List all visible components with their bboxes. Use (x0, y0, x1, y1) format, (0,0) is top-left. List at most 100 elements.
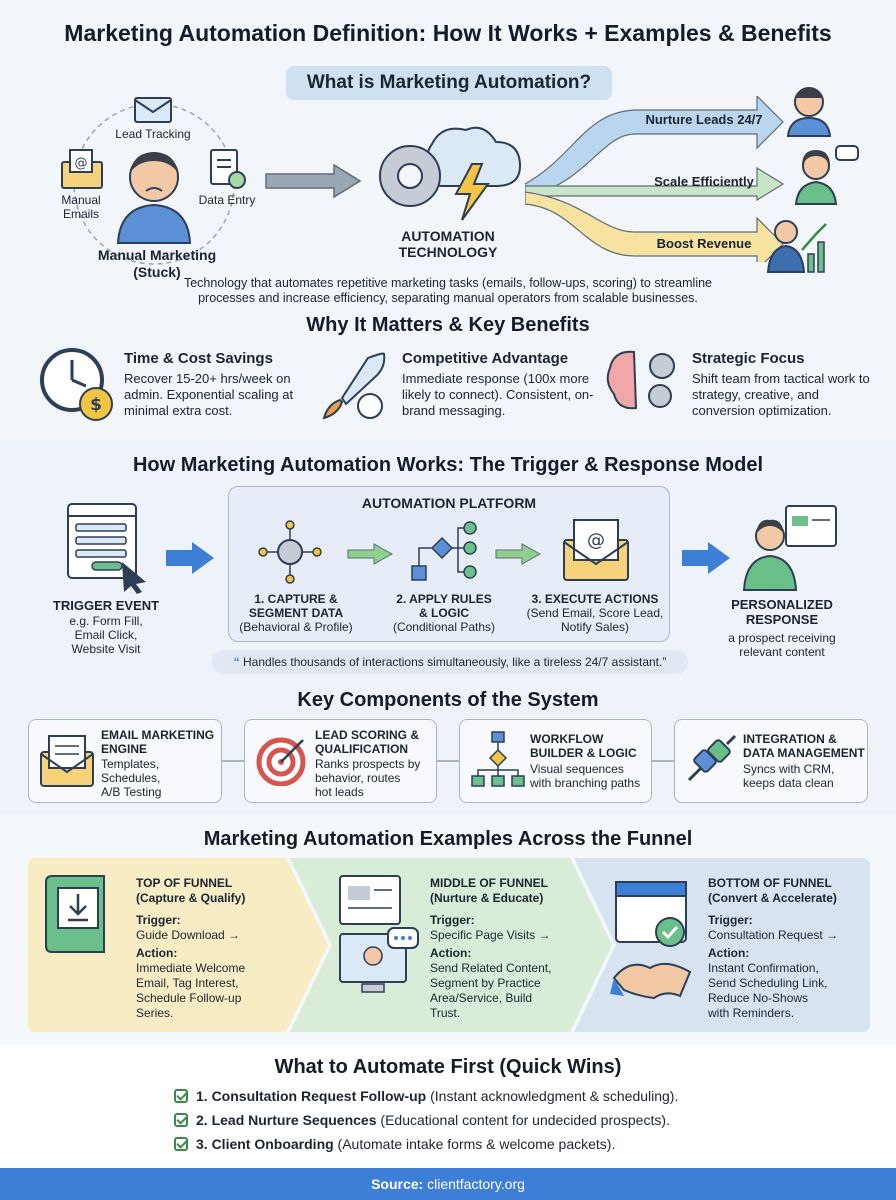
quick-win-item: 2. Lead Nurture Sequences (Educational c… (174, 1112, 670, 1128)
checkbox-checked-icon (174, 1113, 188, 1127)
component-title: LEAD SCORING & QUALIFICATION (315, 728, 420, 756)
component-title: INTEGRATION & DATA MANAGEMENT (743, 732, 865, 760)
component-text: Visual sequences with branching paths (530, 762, 641, 790)
data-entry-label: Data Entry (198, 193, 256, 207)
arrow-right-icon (265, 163, 362, 199)
action-label: Action: (708, 946, 750, 960)
svg-text:$: $ (90, 395, 102, 415)
form-cursor-icon (67, 503, 146, 594)
benefit-text: Shift team from tactical work to strateg… (692, 371, 870, 418)
trigger-text: Consultation Request → (708, 928, 839, 942)
gear-cloud-lightning-icon (379, 126, 522, 221)
quick-win-item: 1. Consultation Request Follow-up (Insta… (174, 1088, 678, 1104)
funnel-stage-title: MIDDLE OF FUNNEL (Nurture & Educate) (430, 876, 548, 905)
assistant-quote-text: Handles thousands of interactions simult… (243, 655, 667, 669)
step-execute-title: 3. EXECUTE ACTIONS (531, 592, 659, 606)
component-integration: INTEGRATION & DATA MANAGEMENT Syncs with… (674, 719, 868, 803)
funnel-stage-bottom: BOTTOM OF FUNNEL (Convert & Accelerate) … (708, 876, 864, 1021)
arrow-right-icon (495, 543, 542, 565)
quick-win-text: (Automate intake forms & welcome packets… (333, 1136, 616, 1152)
benefit-title: Competitive Advantage (402, 350, 569, 367)
connector-line (437, 760, 459, 762)
funnel-stage-title: BOTTOM OF FUNNEL (Convert & Accelerate) (708, 876, 837, 905)
data-entry-icon (210, 149, 246, 189)
arrow-right-icon (166, 542, 214, 574)
content-monitor-icon (339, 875, 419, 993)
manual-emails-label: Manual Emails (61, 193, 101, 221)
person-screen-icon (742, 505, 837, 591)
connector-line (652, 760, 674, 762)
calendar-handshake-icon (610, 881, 692, 1000)
step-capture-title: 1. CAPTURE & SEGMENT DATA (248, 592, 344, 620)
component-workflow-builder: WORKFLOW BUILDER & LOGIC Visual sequence… (459, 719, 652, 803)
plug-icon (687, 734, 737, 782)
checkbox-checked-icon (174, 1089, 188, 1103)
trigger-label: Trigger: (430, 913, 475, 927)
quick-wins-heading: What to Automate First (Quick Wins) (274, 1056, 622, 1078)
funnel-stage-middle: MIDDLE OF FUNNEL (Nurture & Educate) Tri… (430, 876, 590, 1021)
outcome-nurture-leads: Nurture Leads 24/7 (645, 112, 763, 127)
trigger-text: Specific Page Visits → (430, 928, 551, 942)
lead-tracking-label: Lead Tracking (115, 127, 191, 141)
quick-win-text: (Educational content for undecided prosp… (376, 1112, 670, 1128)
quick-win-bold: 3. Client Onboarding (196, 1136, 334, 1152)
trigger-event-text: e.g. Form Fill, Email Click, Website Vis… (69, 614, 143, 656)
component-text: Ranks prospects by behavior, routes hot … (315, 757, 421, 799)
what-is-heading: What is Marketing Automation? (286, 66, 612, 100)
personalized-response-title: PERSONALIZED RESPONSE (731, 597, 833, 627)
personalized-response-text: a prospect receiving relevant content (728, 631, 836, 659)
quick-win-bold: 1. Consultation Request Follow-up (196, 1088, 427, 1104)
email-template-icon (40, 735, 94, 787)
source-link[interactable]: clientfactory.org (423, 1176, 525, 1192)
action-label: Action: (136, 946, 178, 960)
outcome-boost-revenue: Boost Revenue (656, 236, 752, 251)
source-footer: Source: clientfactory.org (0, 1168, 896, 1200)
component-text: Syncs with CRM, keeps data clean (743, 762, 835, 790)
automation-technology-label: AUTOMATION TECHNOLOGY (398, 228, 498, 260)
quick-win-text: (Instant acknowledgment & scheduling). (426, 1088, 679, 1104)
component-text: Templates, Schedules, A/B Testing (101, 757, 162, 799)
trigger-label: Trigger: (708, 913, 753, 927)
clock-dollar-icon: $ (40, 348, 113, 421)
quick-wins-section (0, 1045, 896, 1168)
happy-person-icon (786, 87, 832, 137)
benefit-title: Strategic Focus (692, 350, 805, 367)
step-rules-title: 2. APPLY RULES & LOGIC (396, 592, 492, 620)
action-text: Send Related Content, Segment by Practic… (430, 961, 552, 1020)
rocket-icon (322, 352, 386, 420)
target-icon (256, 737, 306, 786)
arrow-right-icon (347, 543, 394, 565)
segment-nodes-icon (258, 520, 322, 584)
connector-line (222, 760, 244, 762)
source-label: Source: (371, 1176, 424, 1192)
quick-win-item: 3. Client Onboarding (Automate intake fo… (174, 1136, 615, 1152)
assistant-quote: “ Handles thousands of interactions simu… (212, 650, 688, 674)
benefit-competitive-advantage: Competitive Advantage Immediate response… (402, 350, 606, 419)
components-heading: Key Components of the System (297, 689, 599, 711)
stressed-person-icon (116, 152, 192, 244)
benefit-strategic-focus: Strategic Focus Shift team from tactical… (692, 350, 882, 419)
automation-platform-title: AUTOMATION PLATFORM (361, 495, 537, 511)
component-lead-scoring: LEAD SCORING & QUALIFICATION Ranks prosp… (244, 719, 437, 803)
benefit-text: Immediate response (100x more likely to … (402, 371, 594, 418)
svg-text:@: @ (587, 530, 605, 551)
revenue-chart-person-icon (766, 220, 827, 273)
step-rules-text: (Conditional Paths) (392, 620, 496, 634)
benefit-time-savings: Time & Cost Savings Recover 15-20+ hrs/w… (124, 350, 300, 419)
outcome-arrows (525, 96, 785, 262)
manual-marketing-label: Manual Marketing (Stuck) (97, 247, 217, 280)
step-execute-text: (Send Email, Score Lead, Notify Sales) (526, 606, 664, 634)
checkbox-checked-icon (174, 1137, 188, 1151)
workflow-icon (471, 731, 525, 787)
component-title: EMAIL MARKETING ENGINE (101, 728, 215, 756)
definition-text: Technology that automates repetitive mar… (183, 276, 712, 305)
step-capture-text: (Behavioral & Profile) (239, 620, 353, 634)
benefits-heading: Why It Matters & Key Benefits (306, 314, 590, 336)
logic-branch-icon (411, 521, 477, 581)
trigger-event-title: TRIGGER EVENT (52, 598, 160, 613)
outcome-scale-efficiently: Scale Efficiently (654, 174, 754, 189)
quick-win-bold: 2. Lead Nurture Sequences (196, 1112, 377, 1128)
funnel-stage-title: TOP OF FUNNEL (Capture & Qualify) (136, 876, 246, 905)
action-text: Instant Confirmation, Send Scheduling Li… (708, 961, 828, 1020)
svg-text:@: @ (75, 156, 88, 171)
